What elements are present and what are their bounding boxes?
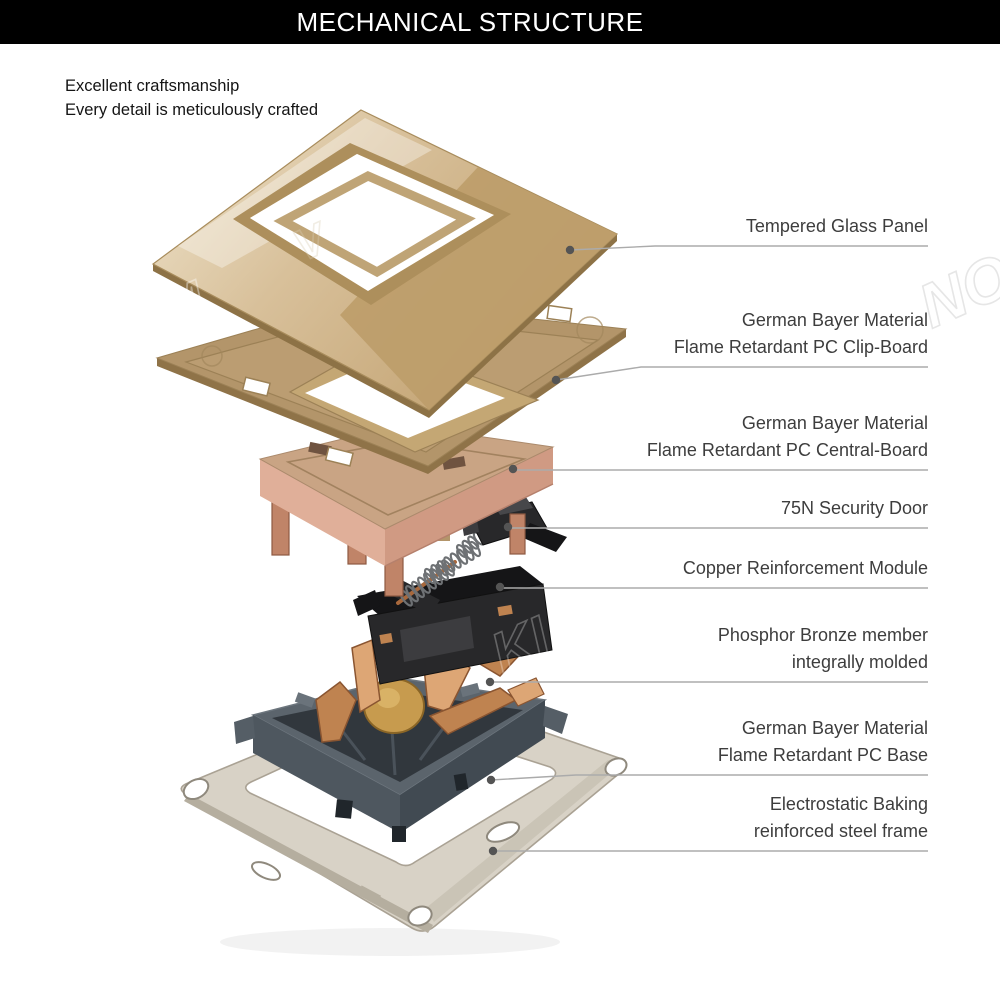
label-line: Tempered Glass Panel <box>745 216 928 236</box>
frame-screw-hole-right <box>604 757 628 777</box>
board-leg-4 <box>509 513 526 555</box>
module-face-detail <box>400 616 474 662</box>
label-line: reinforced steel frame <box>753 821 928 841</box>
spring-coil <box>423 567 437 585</box>
glass-hole <box>250 154 494 291</box>
leader-dot-pc-base <box>486 775 496 785</box>
frame-slot-sw <box>251 861 281 881</box>
label-steel-frame: Electrostatic Baking reinforced steel fra… <box>754 791 928 845</box>
leader-dot-pc-clip-board <box>551 375 561 385</box>
frame-screw-hole-left <box>182 777 210 801</box>
label-line: German Bayer Material <box>741 718 928 738</box>
leader-dot-steel-frame <box>488 846 498 856</box>
label-line: German Bayer Material <box>741 310 928 330</box>
leader-dot-pc-central-board <box>508 464 518 474</box>
leader-line-tempered-glass-panel <box>569 245 928 251</box>
base-clip-left <box>234 716 255 744</box>
base-wall-right <box>400 700 545 833</box>
clip-board-slot-right <box>546 304 573 323</box>
clip-board-screw-mark-left <box>201 345 223 367</box>
module-slot-2 <box>497 604 513 617</box>
glass-gold-ring <box>233 143 511 305</box>
leader-dot-phosphor-bronze-member <box>485 677 495 687</box>
spring-coil <box>455 543 469 559</box>
label-line: Copper Reinforcement Module <box>682 558 928 578</box>
label-line: Flame Retardant PC Central-Board <box>646 440 928 460</box>
label-line: Flame Retardant PC Base <box>717 745 928 765</box>
label-security-door: 75N Security Door <box>781 495 928 522</box>
frame-screw-hole-bottom <box>407 905 433 927</box>
label-line: integrally molded <box>791 652 928 672</box>
leader-dot-tempered-glass-panel <box>565 245 575 255</box>
intro-line-1: Excellent craftsmanship <box>65 77 240 95</box>
label-line: Electrostatic Baking <box>769 794 928 814</box>
module-slot-1 <box>379 633 393 644</box>
base-rim-tab-1 <box>294 692 316 708</box>
label-line: Flame Retardant PC Clip-Board <box>673 337 928 357</box>
leader-lines-layer <box>485 245 928 856</box>
page-title: MECHANICAL STRUCTURE <box>296 6 644 37</box>
clip-board-slot-bottom <box>324 446 354 467</box>
label-line: German Bayer Material <box>741 413 928 433</box>
springs-illustration <box>396 522 497 607</box>
brass-drum-highlight <box>376 688 400 708</box>
glass-hole-inner-gold-band <box>273 171 476 278</box>
base-wall-slot-1 <box>335 799 353 819</box>
frame-edge-shade-right <box>426 760 619 922</box>
board-wall-left <box>260 459 385 566</box>
module-top-bar <box>357 566 543 616</box>
base-clip-right <box>543 706 568 734</box>
frame-notch-sw <box>356 885 382 905</box>
clip-board-screw-mark-right <box>576 316 604 344</box>
intro-text: Excellent craftsmanship Every detail is … <box>65 74 318 122</box>
glass-dark-region <box>340 167 617 410</box>
copper-clip-1 <box>315 680 357 743</box>
label-tempered-glass-panel: Tempered Glass Panel <box>746 213 928 240</box>
clip-board-slot-left <box>241 376 271 397</box>
module-left-arm <box>353 590 380 616</box>
label-line: Phosphor Bronze member <box>717 625 928 645</box>
leader-line-pc-clip-board <box>555 366 928 381</box>
base-rim-tab-2 <box>460 682 480 698</box>
leader-line-pc-base <box>490 774 928 781</box>
board-slot-1 <box>308 441 332 457</box>
frame-shadow <box>220 928 560 956</box>
base-wall-slot-2 <box>392 826 406 842</box>
board-wall-right <box>385 447 553 566</box>
leader-dot-copper-reinforcement-module <box>495 582 505 592</box>
door-right-arm <box>521 523 567 552</box>
base-wall-left <box>253 715 400 833</box>
intro-line-2: Every detail is meticulously crafted <box>65 101 319 119</box>
label-copper-reinforcement-module: Copper Reinforcement Module <box>683 555 928 582</box>
board-wall-bottom-highlight <box>384 483 554 567</box>
copper-clip-2 <box>351 638 381 714</box>
glass-panel-illustration <box>151 109 619 418</box>
frame-slot-se <box>485 821 521 843</box>
glass-edge-thickness <box>153 234 617 418</box>
label-line: 75N Security Door <box>780 498 928 518</box>
header-bar: MECHANICAL STRUCTURE <box>0 0 1000 44</box>
label-phosphor-bronze-member: Phosphor Bronze member integrally molded <box>718 622 928 676</box>
spring-middle <box>423 540 482 585</box>
leader-dot-security-door <box>503 522 513 532</box>
base-wall-slot-3 <box>453 773 469 791</box>
